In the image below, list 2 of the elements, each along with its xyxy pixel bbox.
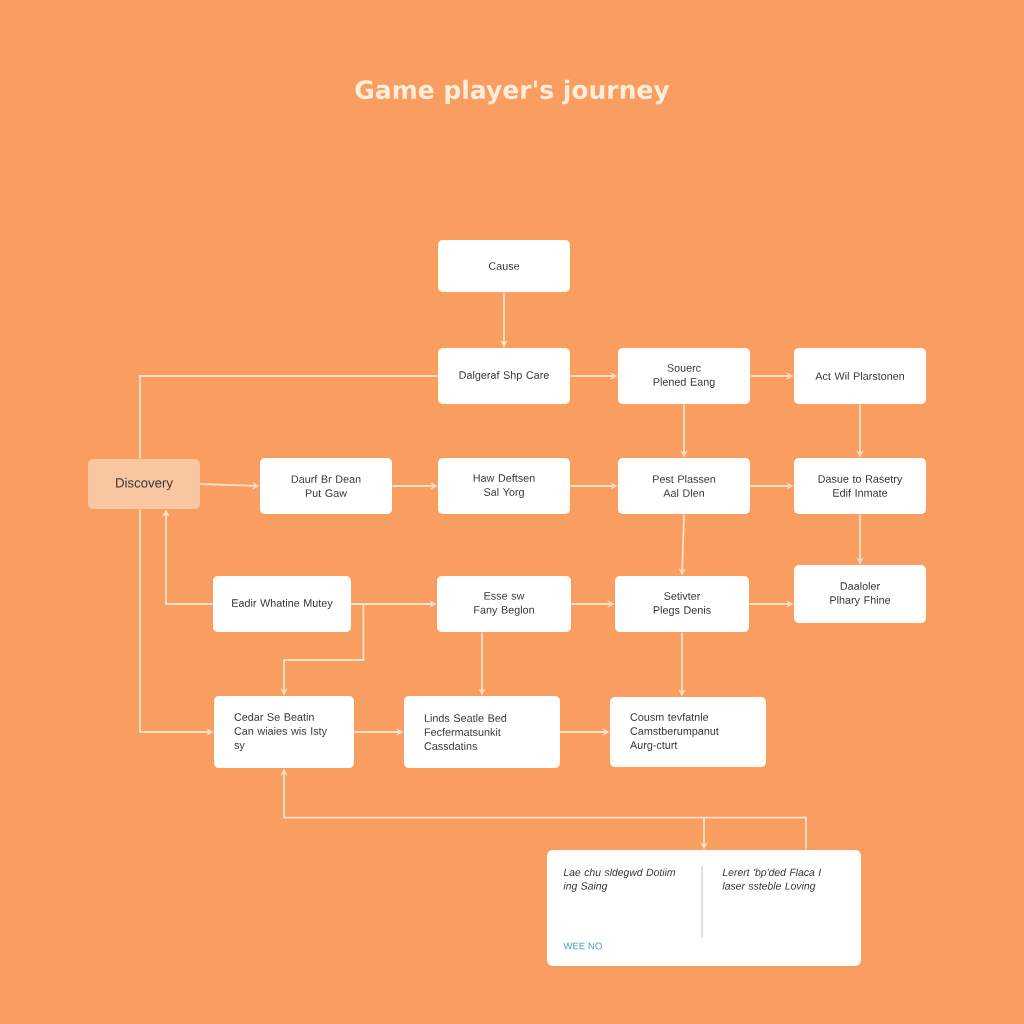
title: Game player's journey (355, 79, 670, 105)
connector-line (139, 375, 439, 460)
